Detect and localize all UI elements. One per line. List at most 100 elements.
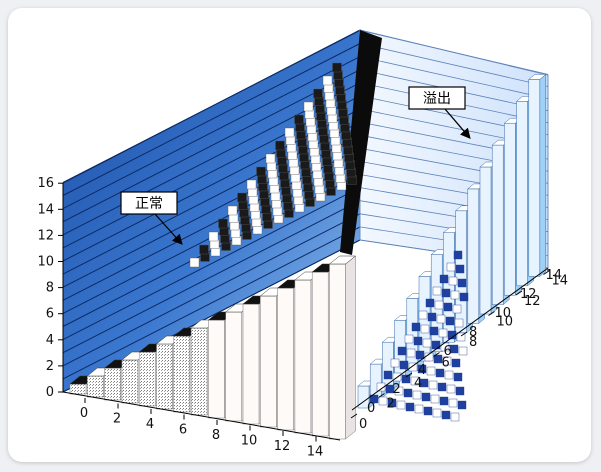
right-floor-far-tick-label: 2: [393, 382, 401, 397]
right-grid-cell: [446, 384, 456, 394]
right-grid-cell: [438, 328, 448, 338]
right-floor-near-tick-label: 12: [524, 294, 541, 309]
right-grid-cell: [401, 374, 411, 384]
left-bar-front: [311, 271, 329, 437]
right-grid-cell: [439, 396, 449, 406]
left-grid-cell: [313, 88, 323, 99]
right-stepped-bars: [357, 73, 547, 422]
right-floor-far-tick-label: 14: [546, 268, 563, 283]
left-bar-front: [277, 287, 294, 431]
right-grid-cell: [430, 394, 440, 404]
right-grid-cell: [452, 304, 462, 314]
right-grid-cell: [435, 368, 445, 378]
right-grid-cell: [432, 408, 442, 418]
right-floor-near-tick-label: 2: [387, 397, 395, 412]
right-grid-cell: [421, 392, 431, 402]
right-grid-cell: [426, 366, 436, 376]
left-grid-cell: [246, 179, 257, 190]
left-grid-cell: [237, 192, 247, 203]
right-grid-cell: [404, 334, 414, 344]
right-floor-far-tick-label: 6: [444, 344, 452, 359]
right-grid-cell: [369, 394, 379, 404]
right-bar-front: [406, 298, 419, 371]
left-wall-line: [62, 200, 361, 354]
right-grid-cell: [406, 348, 416, 358]
right-grid-cell: [450, 290, 460, 300]
left-bar-front: [104, 367, 121, 401]
right-floor-near-tick-mark: [488, 311, 495, 316]
left-bar-front: [69, 383, 87, 395]
right-bar-top: [528, 74, 547, 80]
right-grid-cell: [429, 326, 439, 336]
left-grid-cell: [208, 231, 219, 242]
left-wall-line: [62, 226, 361, 380]
left-floor-tick-label: 0: [80, 406, 88, 421]
left-grid-cell: [218, 218, 228, 229]
right-grid-cell: [390, 358, 400, 368]
left-wall-line: [62, 43, 361, 196]
left-axis-tick-label: 2: [46, 359, 54, 374]
right-floor-near-tick-label: 6: [442, 356, 450, 371]
right-grid-cell: [412, 390, 422, 400]
left-grid-cell: [265, 153, 276, 164]
right-floor-near-tick-label: 8: [469, 335, 477, 350]
right-grid-cell: [397, 346, 407, 356]
left-bar-top: [328, 255, 357, 265]
left-axis-tick-label: 12: [37, 228, 54, 243]
right-grid-cell: [448, 398, 458, 408]
right-bar-front: [491, 144, 504, 305]
left-floor-tick-label: 6: [179, 423, 187, 438]
right-floor-near-tick-label: 10: [497, 315, 514, 330]
left-floor-tick-label: 4: [146, 417, 154, 432]
right-grid-cell: [420, 324, 430, 334]
right-grid-cell: [441, 288, 451, 298]
right-grid-cell: [415, 350, 425, 360]
left-wall-line: [62, 29, 361, 183]
right-grid-cell: [385, 384, 395, 394]
left-floor-tick-label: 10: [241, 434, 258, 449]
right-grid-cell: [458, 346, 468, 356]
right-floor-far-tick-label: 12: [520, 287, 537, 302]
left-floor-tick-label: 14: [307, 445, 324, 460]
right-grid-cell: [453, 250, 463, 260]
left-bar-front: [121, 359, 139, 404]
right-bar-front: [443, 232, 455, 343]
right-grid-cell: [444, 370, 454, 380]
right-grid-cell: [411, 322, 421, 332]
left-bar-front: [329, 263, 346, 440]
left-grid-cell: [227, 205, 238, 216]
right-floor-near-tick-mark: [350, 413, 358, 419]
left-wall-line: [62, 56, 361, 210]
right-grid-cell: [436, 314, 446, 324]
right-floor-near-tick-label: 0: [359, 417, 367, 432]
right-grid-cell: [448, 276, 458, 286]
right-grid-cell: [387, 398, 397, 408]
left-bar-side: [345, 255, 356, 440]
right-floor-near-tick-mark: [543, 270, 550, 275]
right-grid-cell: [403, 388, 413, 398]
left-bar-front: [242, 303, 260, 425]
right-grid-cell: [456, 332, 466, 342]
right-grid-cell: [410, 376, 420, 386]
right-floor-far-tick-label: 8: [469, 325, 477, 340]
right-wall-line: [359, 30, 549, 75]
right-grid-cell: [425, 298, 435, 308]
right-bar-front: [504, 122, 516, 296]
right-grid-cell: [455, 264, 465, 274]
left-axis-tick-label: 8: [46, 281, 54, 296]
right-grid-cell: [408, 362, 418, 372]
right-floor-near-tick-label: 14: [552, 274, 569, 289]
right-grid-cell: [432, 286, 442, 296]
overflow-label: 溢出: [423, 91, 451, 107]
right-grid-cell: [443, 302, 453, 312]
right-grid-cell: [442, 356, 452, 366]
normal-label: 正常: [135, 196, 163, 212]
right-grid-cell: [422, 338, 432, 348]
right-floor-near-tick-mark: [515, 290, 523, 296]
right-grid-cell: [441, 410, 451, 420]
